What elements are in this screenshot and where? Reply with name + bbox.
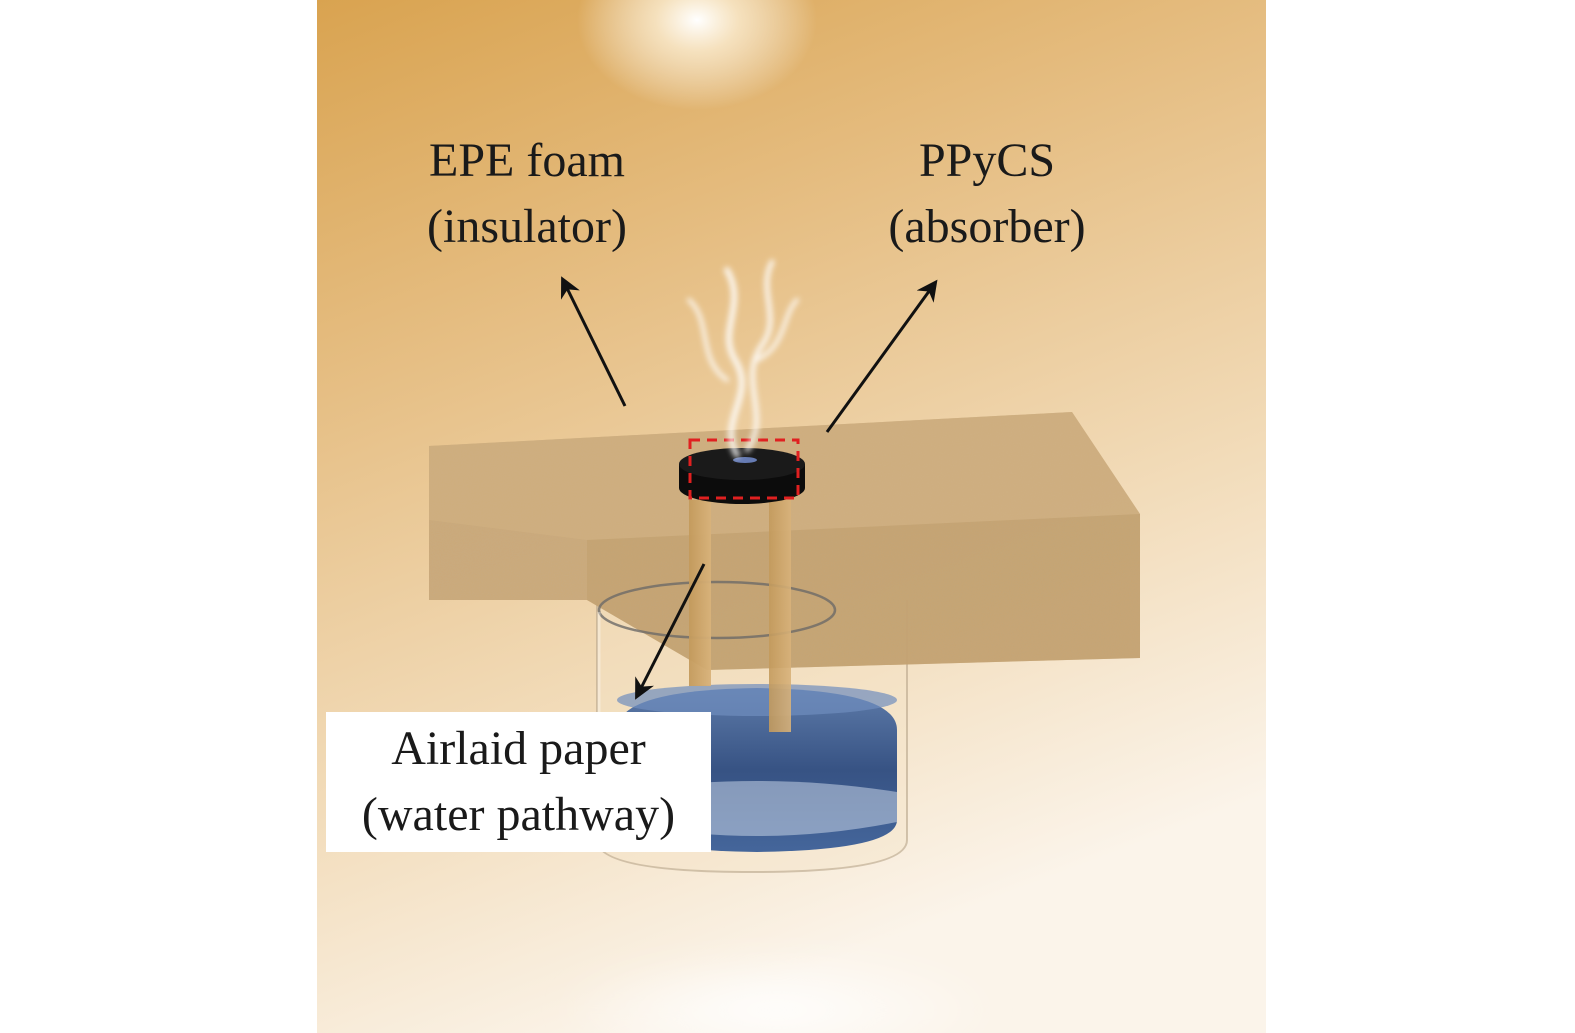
- ppycs-label-line1: PPyCS: [918, 134, 1056, 187]
- steam: [687, 259, 799, 458]
- airlaid-arrow: [635, 563, 706, 700]
- airlaid-paper-label-line1: Airlaid paper: [391, 722, 646, 775]
- absorber-highlight-box: [688, 438, 800, 500]
- airlaid-paper-label-line2: (water pathway): [361, 788, 676, 841]
- airlaid-paper-label: Airlaid paper (water pathway): [326, 712, 711, 852]
- ppycs-label: PPyCS (absorber): [837, 128, 1137, 260]
- epe-foam-arrow: [560, 276, 627, 407]
- beaker-rim: [597, 580, 837, 640]
- diagram-panel: EPE foam (insulator) PPyCS (absorber) Ai…: [317, 0, 1266, 1033]
- ppycs-label-line2: (absorber): [888, 200, 1086, 253]
- epe-foam-label-line1: EPE foam: [429, 134, 625, 187]
- bottom-glow: [557, 950, 997, 1033]
- epe-foam-label: EPE foam (insulator): [377, 128, 677, 260]
- epe-foam-label-line2: (insulator): [427, 200, 627, 253]
- sun-glow: [577, 0, 817, 110]
- ppycs-arrow: [825, 279, 938, 433]
- airlaid-paper-strips: [689, 500, 791, 732]
- ppycs-absorber-disc: [679, 448, 805, 504]
